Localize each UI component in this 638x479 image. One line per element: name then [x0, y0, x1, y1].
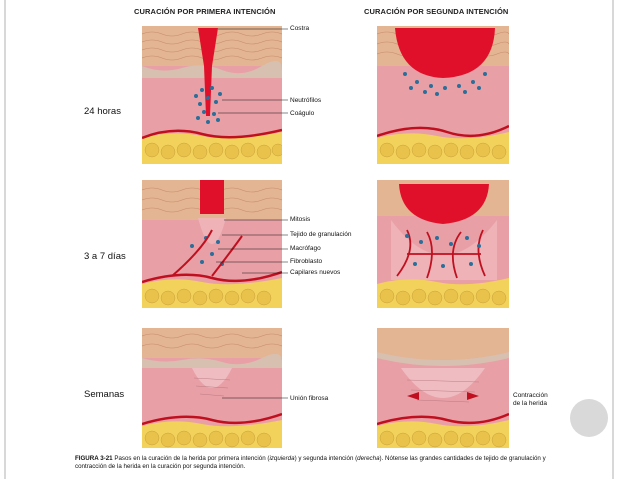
label-coagulo: Coágulo [290, 110, 315, 117]
panel-primary-24h [142, 26, 282, 164]
caption-izquierda: izquierda [269, 455, 295, 462]
next-slide-button[interactable] [570, 399, 608, 437]
row-label-weeks: Semanas [84, 389, 125, 400]
slide-right-edge [612, 0, 614, 479]
panel-primary-3-7d [142, 180, 282, 308]
slide-left-edge [4, 0, 6, 479]
label-capilares-nuevos: Capilares nuevos [290, 269, 341, 276]
figure-caption: FIGURA 3-21 Pasos en la curación de la h… [75, 455, 565, 471]
panel-secondary-weeks [377, 328, 509, 448]
label-contraccion-1: Contracción [513, 392, 548, 399]
caption-text-a: Pasos en la curación de la herida por pr… [112, 455, 270, 462]
caption-text-c: ). Nótense las grandes cantidades de tej… [75, 455, 546, 470]
panel-secondary-24h [377, 26, 509, 164]
label-neutrofilos: Neutrófilos [290, 97, 322, 104]
figure: CURACIÓN POR PRIMERA INTENCIÓN CURACIÓN … [72, 0, 566, 479]
label-mitosis: Mitosis [290, 216, 311, 223]
row-label-3-7d: 3 a 7 días [84, 251, 126, 262]
panel-secondary-3-7d [377, 180, 509, 308]
label-union-fibrosa: Unión fibrosa [290, 395, 329, 402]
caption-derecha: derecha [357, 455, 380, 462]
label-fibroblasto: Fibroblasto [290, 258, 323, 265]
caption-text-b: ) y segunda intención ( [294, 455, 358, 462]
label-macrofago: Macrófago [290, 245, 321, 252]
row-label-24h: 24 horas [84, 106, 121, 117]
label-tejido-granulacion: Tejido de granulación [290, 231, 352, 238]
label-costra: Costra [290, 25, 310, 32]
label-contraccion-2: de la herida [513, 400, 547, 407]
column-title-primary: CURACIÓN POR PRIMERA INTENCIÓN [134, 7, 276, 16]
leader-lines [216, 28, 288, 399]
panel-primary-weeks [142, 328, 282, 448]
caption-figure-number: FIGURA 3-21 [75, 455, 113, 462]
column-title-secondary: CURACIÓN POR SEGUNDA INTENCIÓN [364, 7, 509, 16]
